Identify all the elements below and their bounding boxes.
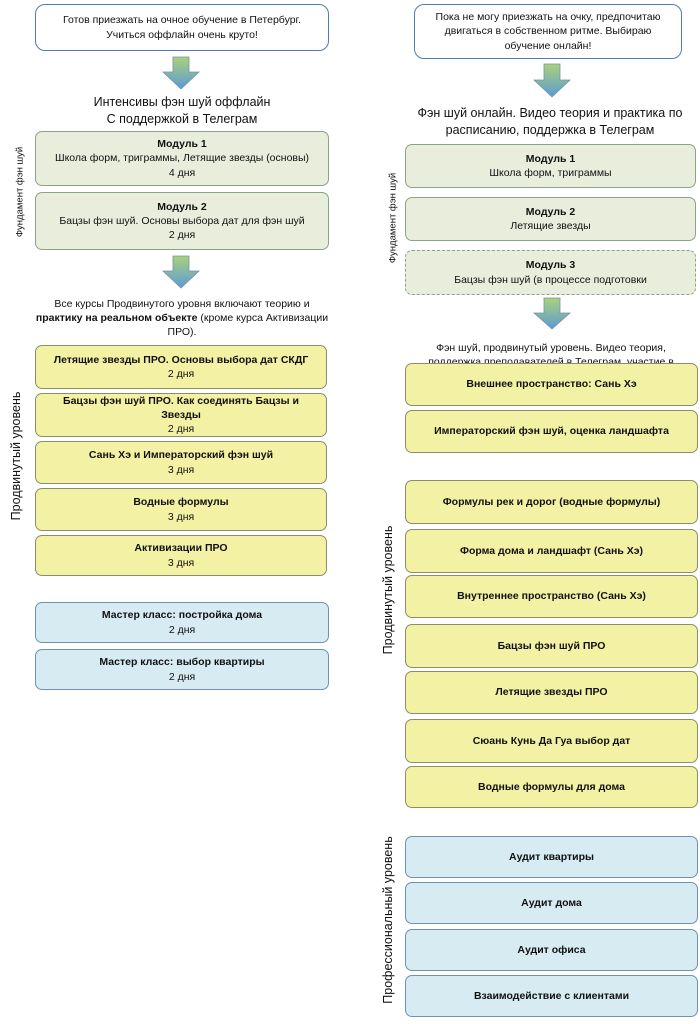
right-professional-3: Аудит офиса [405, 929, 698, 971]
right-advanced-9: Водные формулы для дома [405, 766, 698, 808]
left-foundation-label: Фундамент фэн шуй [14, 146, 26, 238]
left-advanced-4: Водные формулы 3 дня [35, 488, 327, 531]
left-advanced-note-bold: практику на реальном объекте [35, 312, 198, 325]
right-arrow-2 [533, 297, 571, 330]
left-advanced-2-days: 2 дня [167, 423, 195, 436]
right-professional-4: Взаимодействие с клиентами [405, 975, 698, 1017]
left-module-2: Модуль 2 Бацзы фэн шуй. Основы выбора да… [35, 192, 329, 250]
left-module-1-days: 4 дня [168, 166, 196, 179]
right-module-2: Модуль 2 Летящие звезды [405, 197, 696, 241]
right-advanced-label: Продвинутый уровень [381, 525, 395, 655]
left-master-2-title: Мастер класс: выбор квартиры [99, 656, 265, 669]
left-advanced-2-title: Бацзы фэн шуй ПРО. Как соединять Бацзы и… [63, 394, 299, 421]
left-advanced-4-title: Водные формулы [133, 496, 229, 509]
left-intro-box: Готов приезжать на очное обучение в Пете… [35, 4, 329, 51]
left-advanced-3-title: Сань Хэ и Императорский фэн шуй [88, 449, 274, 462]
right-advanced-1: Внешнее пространство: Сань Хэ [405, 363, 698, 406]
left-module-1-title: Модуль 1 [157, 138, 207, 151]
right-module-2-desc: Летящие звезды [510, 220, 591, 232]
left-advanced-2: Бацзы фэн шуй ПРО. Как соединять Бацзы и… [35, 393, 327, 437]
right-module-3-desc: Бацзы фэн шуй (в процессе подготовки [454, 273, 647, 286]
right-advanced-2: Императорский фэн шуй, оценка ландшафта [405, 410, 698, 453]
left-master-1-days: 2 дня [168, 623, 196, 636]
left-advanced-4-days: 3 дня [167, 510, 195, 523]
right-module-1: Модуль 1 Школа форм, триграммы [405, 144, 696, 188]
left-heading: Интенсивы фэн шуй оффлайн С поддержкой в… [35, 94, 329, 128]
left-master-2: Мастер класс: выбор квартиры 2 дня [35, 649, 329, 690]
right-advanced-7: Летящие звезды ПРО [405, 671, 698, 714]
left-module-1-desc: Школа форм, триграммы, Летящие звезды (о… [54, 152, 310, 165]
left-heading-line2: С поддержкой в Телеграм [106, 111, 258, 126]
right-heading: Фэн шуй онлайн. Видео теория и практика … [400, 105, 700, 139]
left-advanced-1: Летящие звезды ПРО. Основы выбора дат СК… [35, 345, 327, 389]
left-module-2-title: Модуль 2 [157, 200, 207, 213]
right-professional-label: Профессиональный уровень [381, 836, 395, 1004]
left-arrow-1 [162, 56, 200, 90]
left-advanced-1-title: Летящие звезды ПРО. Основы выбора дат СК… [53, 353, 309, 366]
left-heading-line1: Интенсивы фэн шуй оффлайн [93, 95, 271, 109]
left-advanced-3: Сань Хэ и Императорский фэн шуй 3 дня [35, 441, 327, 484]
right-advanced-3: Формулы рек и дорог (водные формулы) [405, 480, 698, 524]
left-advanced-5: Активизации ПРО 3 дня [35, 535, 327, 576]
left-master-2-days: 2 дня [168, 670, 196, 683]
left-advanced-5-title: Активизации ПРО [134, 542, 228, 555]
right-intro-box: Пока не могу приезжать на очку, предпочи… [414, 4, 682, 59]
left-advanced-3-days: 3 дня [167, 463, 195, 476]
left-advanced-note: Все курсы Продвинутого уровня включают т… [35, 297, 329, 340]
right-arrow-1 [533, 63, 571, 98]
right-professional-2: Аудит дома [405, 882, 698, 924]
left-module-1: Модуль 1 Школа форм, триграммы, Летящие … [35, 131, 329, 186]
right-heading-line1: Фэн шуй онлайн. Видео теория и практика … [417, 106, 683, 120]
left-module-2-desc: Бацзы фэн шуй. Основы выбора дат для фэн… [59, 214, 305, 227]
right-module-1-title: Модуль 1 [525, 152, 576, 165]
left-advanced-note-part2: (кроме курса Активизации ПРО). [167, 312, 329, 339]
right-module-3-title: Модуль 3 [525, 259, 576, 272]
left-advanced-label: Продвинутый уровень [9, 391, 23, 521]
right-advanced-6: Бацзы фэн шуй ПРО [405, 624, 698, 668]
right-advanced-8: Сюань Кунь Да Гуа выбор дат [405, 719, 698, 763]
left-advanced-note-part1: Все курсы Продвинутого уровня включают т… [54, 298, 310, 310]
right-advanced-4: Форма дома и ландшафт (Сань Хэ) [405, 529, 698, 573]
right-module-1-desc: Школа форм, триграммы [489, 167, 612, 179]
right-professional-1: Аудит квартиры [405, 836, 698, 878]
left-module-2-days: 2 дня [168, 229, 196, 242]
right-module-2-title: Модуль 2 [525, 205, 576, 218]
left-arrow-2 [162, 255, 200, 289]
right-heading-line2: расписанию, поддержка в Телеграм [445, 122, 655, 137]
left-master-1: Мастер класс: постройка дома 2 дня [35, 602, 329, 643]
right-intro-text: Пока не могу приезжать на очку, предпочи… [435, 11, 661, 52]
right-module-3: Модуль 3 Бацзы фэн шуй (в процессе подго… [405, 250, 696, 295]
left-intro-text: Готов приезжать на очное обучение в Пете… [62, 14, 302, 41]
right-advanced-5: Внутреннее пространство (Сань Хэ) [405, 575, 698, 618]
left-master-1-title: Мастер класс: постройка дома [101, 609, 263, 622]
left-advanced-5-days: 3 дня [167, 556, 195, 569]
left-advanced-1-days: 2 дня [167, 368, 195, 380]
right-foundation-label: Фундамент фэн шуй [387, 172, 399, 264]
